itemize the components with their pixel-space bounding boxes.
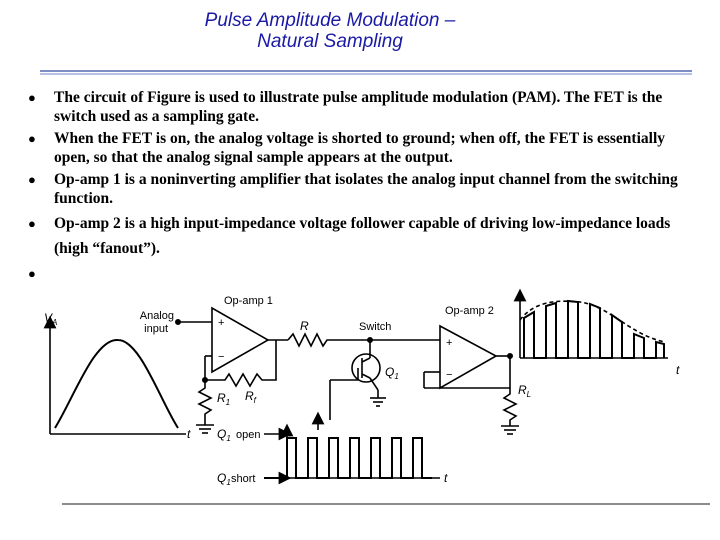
title-divider bbox=[40, 70, 692, 75]
r1-label: R1 bbox=[217, 391, 230, 407]
opamp2-label: Op-amp 2 bbox=[445, 305, 494, 317]
bullet-icon: ● bbox=[28, 266, 36, 281]
opamp1-label: Op-amp 1 bbox=[224, 295, 273, 307]
rl-resistor bbox=[502, 388, 518, 426]
opamp2-minus: − bbox=[446, 369, 452, 381]
input-t-label: t bbox=[187, 427, 191, 441]
control-t-label: t bbox=[444, 471, 448, 485]
title-line-2: Natural Sampling bbox=[257, 31, 403, 52]
bullet-item: ●Op-amp 1 is a noninverting amplifier th… bbox=[28, 171, 678, 207]
q1-pulse-train bbox=[264, 437, 432, 479]
bullet-icon: ● bbox=[28, 90, 36, 105]
pam-sampled-pulses bbox=[523, 299, 665, 359]
slide-title: Pulse Amplitude Modulation – Natural Sam… bbox=[0, 10, 660, 52]
bullet-list: ●The circuit of Figure is used to illust… bbox=[28, 88, 698, 281]
opamp1-minus: − bbox=[218, 351, 224, 363]
q1-short-label: short bbox=[231, 473, 255, 485]
va-label: VA bbox=[44, 311, 57, 327]
title-line-1: Pulse Amplitude Modulation – bbox=[204, 10, 456, 31]
analog-label-2: input bbox=[144, 323, 168, 335]
r1-resistor bbox=[197, 380, 213, 425]
opamp2-triangle bbox=[439, 324, 498, 390]
opamp2-plus: + bbox=[446, 337, 452, 349]
footer-divider bbox=[62, 503, 710, 505]
input-terminal bbox=[175, 318, 182, 325]
opamp1-plus: + bbox=[218, 317, 224, 329]
q1-label: Q1 bbox=[385, 365, 399, 381]
rf-label: Rf bbox=[245, 389, 257, 405]
bullet-item: ●When the FET is on, the analog voltage … bbox=[28, 130, 666, 166]
bullet-icon: ● bbox=[28, 172, 36, 187]
rl-label: RL bbox=[518, 383, 531, 399]
output-t-label: t bbox=[676, 363, 680, 377]
opamp1-triangle bbox=[211, 306, 270, 374]
rf-resistor bbox=[205, 340, 277, 388]
bullet-icon: ● bbox=[28, 131, 36, 146]
q1-open-prefix: Q1 bbox=[217, 427, 231, 443]
series-r-label: R bbox=[300, 319, 309, 333]
analog-sine-wave bbox=[54, 338, 179, 429]
output-envelope bbox=[519, 300, 666, 343]
bullet-item: ●The circuit of Figure is used to illust… bbox=[28, 89, 663, 125]
fet-q1-body bbox=[351, 353, 381, 383]
bullet-icon: ● bbox=[28, 216, 36, 231]
q1-short-prefix: Q1 bbox=[217, 471, 231, 487]
analog-label-1: Analog bbox=[140, 310, 174, 322]
switch-label: Switch bbox=[359, 321, 391, 333]
q1-open-label: open bbox=[236, 429, 260, 441]
bullet-item: ●Op-amp 2 is a high input-impedance volt… bbox=[28, 211, 698, 261]
series-resistor-r bbox=[287, 332, 370, 348]
